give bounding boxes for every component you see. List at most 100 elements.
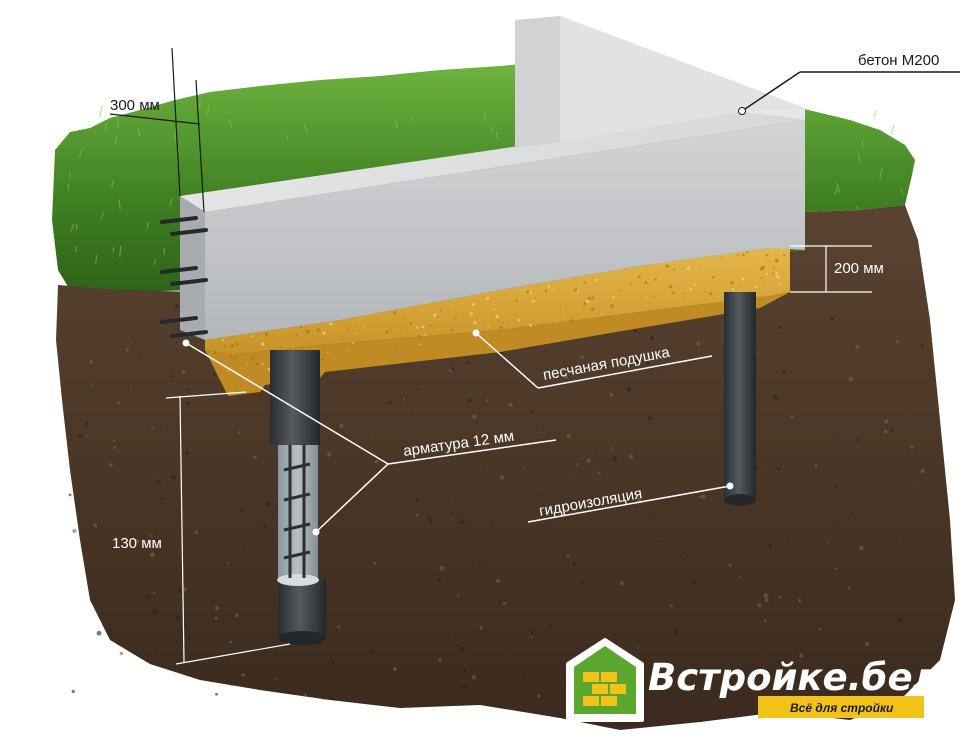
soil-speck [830, 317, 834, 321]
soil-speck [78, 434, 82, 438]
soil-speck [626, 387, 632, 392]
sand-speck [347, 349, 349, 351]
grass-blade [174, 133, 177, 143]
sand-speck [529, 291, 533, 295]
sand-speck [775, 272, 779, 275]
soil-speck [175, 304, 179, 309]
sand-speck [385, 330, 389, 334]
soil-speck [241, 673, 245, 677]
left-pile-cut-edge [277, 574, 319, 586]
soil-speck [411, 412, 413, 415]
sand-speck [296, 333, 299, 337]
sand-speck [502, 322, 505, 324]
soil-speck [373, 561, 377, 565]
soil-speck [84, 422, 89, 426]
soil-speck [93, 523, 98, 528]
grass-blade [99, 105, 103, 117]
soil-speck [564, 374, 568, 379]
soil-speck [446, 449, 450, 453]
soil-speck [415, 513, 419, 517]
grass-blade [900, 189, 904, 195]
soil-speck [859, 545, 864, 550]
soil-speck [428, 518, 433, 522]
sand-speck [247, 341, 249, 344]
logo-name: Встройке.бел [648, 656, 940, 699]
soil-speck [183, 587, 187, 592]
soil-speck [566, 433, 571, 439]
soil-speck [691, 579, 697, 585]
grass-blade [163, 247, 166, 256]
soil-speck [186, 401, 191, 406]
soil-speck [763, 619, 767, 623]
soil-speck [573, 475, 575, 478]
grass-blade [855, 205, 860, 211]
sand-speck [261, 363, 264, 366]
sand-speck [708, 292, 712, 296]
sand-speck [682, 298, 685, 300]
sand-speck [689, 287, 693, 291]
grass-blade [483, 112, 487, 121]
sand-speck [721, 256, 723, 259]
grass-blade [112, 246, 115, 253]
soil-speck [139, 356, 142, 359]
soil-speck [696, 341, 701, 346]
sand-speck [612, 296, 615, 299]
rebar-ends [160, 216, 208, 338]
soil-speck [848, 619, 851, 621]
sand-speck [742, 253, 745, 257]
width-label: 300 мм [110, 97, 160, 114]
sand-speck [573, 288, 578, 292]
grass-blade [67, 183, 70, 191]
soil-speck [773, 395, 778, 400]
soil-speck [427, 515, 430, 518]
soil-speck [89, 359, 93, 364]
sand-speck [331, 348, 334, 350]
soil-speck [499, 475, 505, 480]
soil-speck [549, 624, 553, 628]
grass-blade [410, 115, 415, 121]
sand-speck [437, 316, 439, 318]
sand-leader [475, 332, 713, 389]
soil-speck [150, 534, 153, 537]
soil-speck [339, 423, 344, 428]
soil-speck [124, 441, 127, 444]
depth-dimension [165, 391, 291, 665]
soil-speck [135, 651, 138, 654]
sand-speck [629, 282, 632, 285]
soil-speck [170, 374, 174, 378]
soil-speck [633, 329, 637, 333]
sand-speck [526, 290, 529, 294]
right-pile [724, 292, 756, 500]
sand-speck [251, 335, 254, 338]
logo-brick-icon [583, 672, 626, 706]
grass-blade [857, 153, 861, 162]
soil-speck [253, 455, 257, 460]
soil-speck [894, 505, 896, 507]
soil-speck [523, 676, 525, 678]
sand-speck [347, 330, 349, 332]
sand-speck [741, 277, 745, 281]
sand-speck [702, 270, 705, 272]
sand-speck [754, 285, 757, 288]
sand-speck [322, 347, 324, 349]
soil-speck [739, 576, 742, 579]
sand-speck [774, 258, 779, 263]
sand-speck [686, 266, 691, 271]
soil-speck [450, 501, 452, 504]
width-dimension [109, 47, 205, 213]
soil-speck [415, 498, 419, 503]
soil-speck [485, 399, 489, 402]
soil-speck [728, 563, 732, 567]
sand-speck [363, 325, 365, 328]
soil-speck [851, 511, 854, 514]
soil-speck [402, 398, 405, 402]
sand-speck [669, 285, 673, 289]
soil-speck [757, 352, 759, 355]
sand-speck [396, 345, 399, 348]
soil-speck [502, 601, 506, 606]
sand-speck [779, 283, 782, 286]
soil-speck [322, 698, 324, 701]
sand-speck [255, 362, 259, 366]
soil-speck [580, 355, 584, 360]
sand-speck [485, 296, 490, 301]
